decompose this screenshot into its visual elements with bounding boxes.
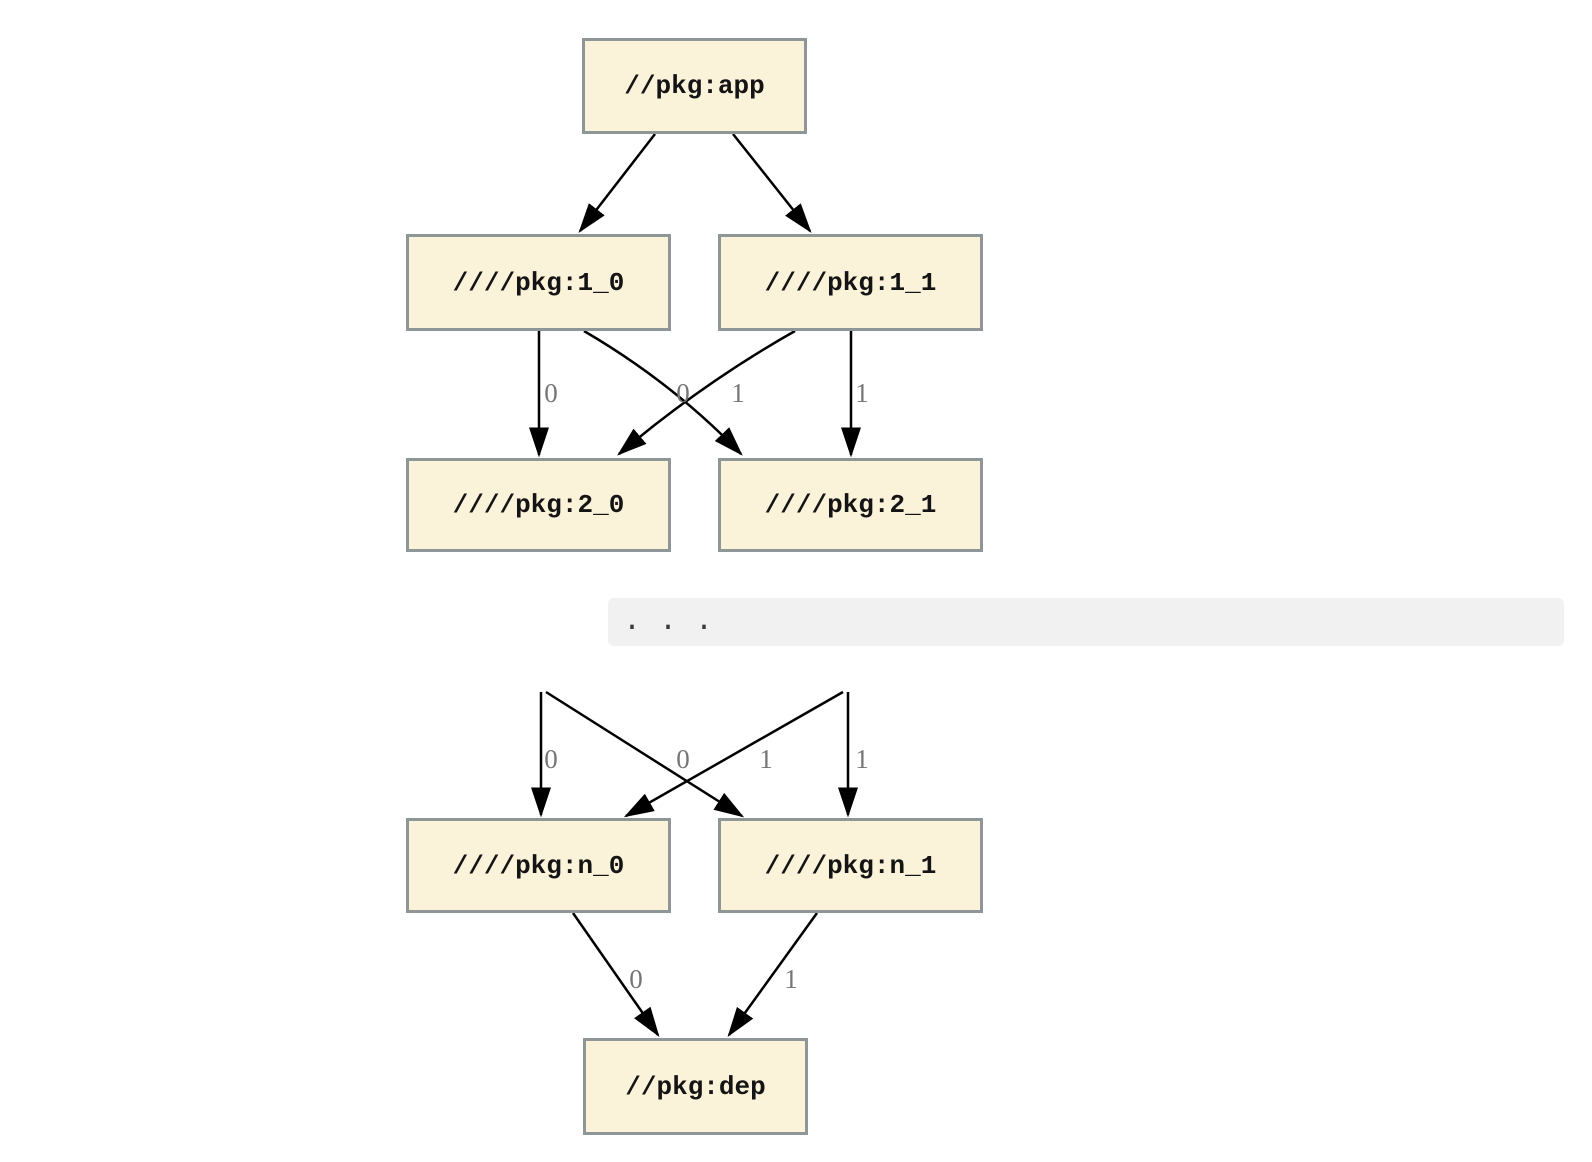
- edge-label-n_1-to-dep: 1: [784, 964, 798, 994]
- edge-label-1_1-to-2_0: 0: [676, 378, 690, 408]
- node-pkg-2_1: ////pkg:2_1: [718, 458, 983, 552]
- node-pkg-n_1: ////pkg:n_1: [718, 818, 983, 913]
- edge-n_0-to-dep: [571, 912, 660, 1038]
- node-pkg-1_1: ////pkg:1_1: [718, 234, 983, 331]
- edge-above-to-n_1-cross: [545, 690, 745, 818]
- edge-label-1_0-to-2_1: 1: [731, 378, 745, 408]
- edge-label-into-n_0-straight: 0: [544, 744, 558, 774]
- edge-1_1-to-2_0: [617, 329, 796, 456]
- node-pkg-dep: //pkg:dep: [583, 1038, 808, 1135]
- edge-label-1_1-to-2_1: 1: [855, 378, 869, 408]
- node-pkg-2_0: ////pkg:2_0: [406, 458, 671, 552]
- node-pkg-1_0: ////pkg:1_0: [406, 234, 671, 331]
- edge-app-to-1_0: [578, 133, 656, 233]
- node-pkg-n_0: ////pkg:n_0: [406, 818, 671, 913]
- edge-label-n_0-to-dep: 0: [629, 964, 643, 994]
- edge-label-into-n_1-straight: 1: [855, 744, 869, 774]
- edge-app-to-1_1: [732, 133, 812, 233]
- node-pkg-app: //pkg:app: [582, 38, 807, 134]
- edge-label-into-n_1-cross: 1: [759, 744, 773, 774]
- ellipsis-text: . . .: [623, 605, 714, 639]
- edge-1_0-to-2_1: [583, 329, 743, 456]
- edge-label-1_0-to-2_0: 0: [544, 378, 558, 408]
- edge-label-into-n_0-cross: 0: [676, 744, 690, 774]
- edge-n_1-to-dep: [727, 912, 819, 1038]
- ellipsis-code-block: . . .: [608, 598, 1564, 646]
- edge-above-to-n_0-cross: [623, 690, 844, 818]
